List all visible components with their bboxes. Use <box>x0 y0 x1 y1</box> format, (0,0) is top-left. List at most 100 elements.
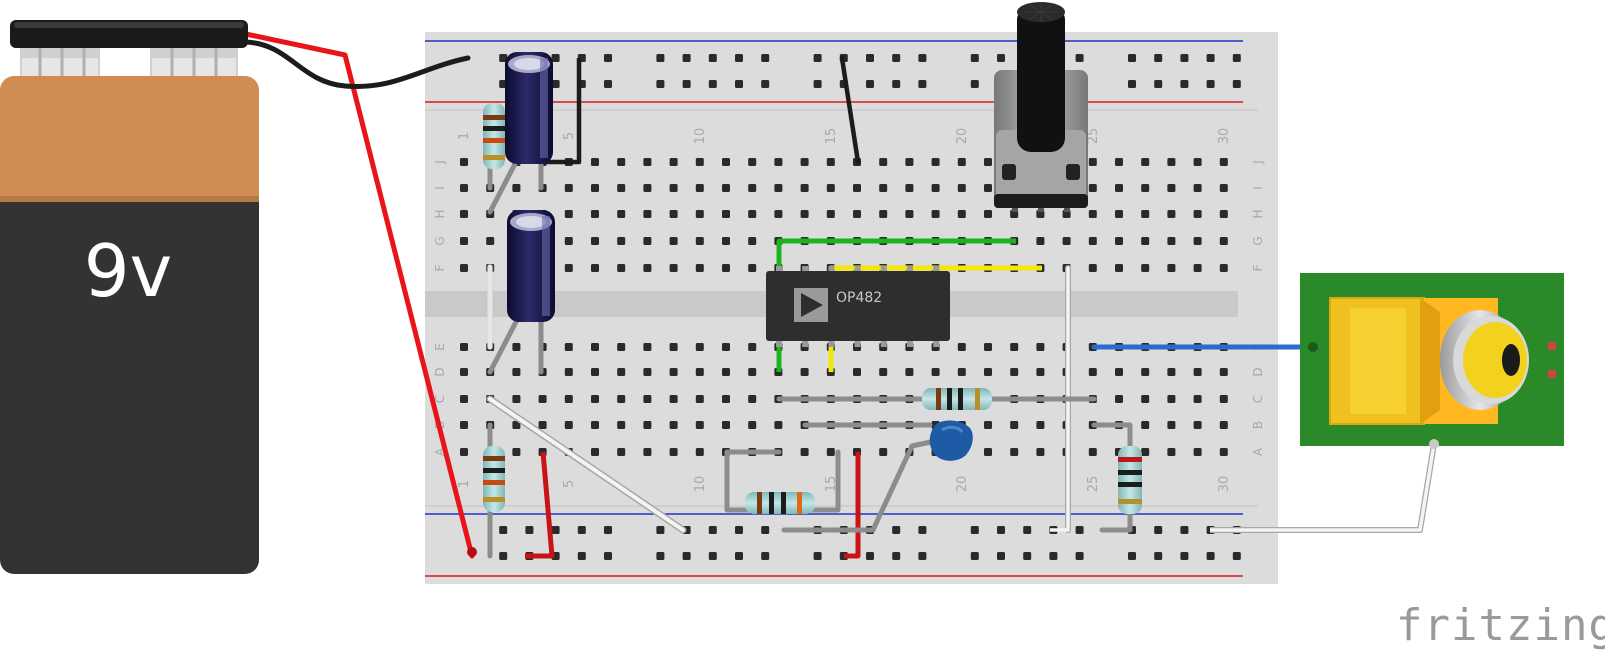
breadboard-hole[interactable] <box>957 158 966 166</box>
breadboard-hole[interactable] <box>853 184 861 192</box>
breadboard-hole[interactable] <box>1219 395 1228 403</box>
breadboard-hole[interactable] <box>564 368 573 376</box>
breadboard-hole[interactable] <box>669 395 678 403</box>
breadboard-hole[interactable] <box>538 421 547 429</box>
breadboard-hole[interactable] <box>643 368 652 376</box>
breadboard-hole[interactable] <box>957 343 966 351</box>
breadboard-hole[interactable] <box>1193 395 1202 403</box>
resistor-bottom-middle[interactable] <box>745 492 815 514</box>
rail-hole[interactable] <box>708 552 717 560</box>
breadboard-hole[interactable] <box>695 368 704 376</box>
breadboard-hole[interactable] <box>1219 448 1228 456</box>
rail-hole[interactable] <box>551 526 560 534</box>
breadboard-hole[interactable] <box>564 421 573 429</box>
breadboard-hole[interactable] <box>1141 264 1150 272</box>
breadboard-hole[interactable] <box>512 343 521 351</box>
rail-hole[interactable] <box>1075 54 1084 62</box>
rail-hole[interactable] <box>1128 80 1136 88</box>
rail-hole[interactable] <box>892 526 901 534</box>
breadboard-hole[interactable] <box>564 184 573 192</box>
rail-hole[interactable] <box>892 54 901 62</box>
breadboard-hole[interactable] <box>695 448 704 456</box>
breadboard-hole[interactable] <box>748 237 757 245</box>
rail-hole[interactable] <box>499 552 508 560</box>
breadboard-hole[interactable] <box>669 368 678 376</box>
breadboard-hole[interactable] <box>591 264 599 272</box>
breadboard-hole[interactable] <box>1193 210 1202 218</box>
breadboard-hole[interactable] <box>748 158 757 166</box>
breadboard-hole[interactable] <box>460 264 468 272</box>
rail-hole[interactable] <box>682 54 691 62</box>
breadboard-hole[interactable] <box>695 184 704 192</box>
breadboard-hole[interactable] <box>617 158 626 166</box>
rail-hole[interactable] <box>735 526 743 534</box>
breadboard-hole[interactable] <box>1219 368 1228 376</box>
breadboard-hole[interactable] <box>1193 158 1202 166</box>
rail-hole[interactable] <box>866 54 874 62</box>
breadboard-hole[interactable] <box>460 237 468 245</box>
breadboard-hole[interactable] <box>512 421 521 429</box>
breadboard-hole[interactable] <box>669 184 678 192</box>
resistor-right[interactable] <box>1118 446 1142 514</box>
electrolytic-capacitor-bottom[interactable] <box>507 210 555 322</box>
breadboard-hole[interactable] <box>722 237 730 245</box>
ic-op482[interactable]: OP482 <box>766 266 950 347</box>
breadboard-hole[interactable] <box>1115 184 1123 192</box>
breadboard-hole[interactable] <box>617 421 626 429</box>
breadboard-hole[interactable] <box>617 395 626 403</box>
breadboard-hole[interactable] <box>617 264 626 272</box>
breadboard-hole[interactable] <box>879 210 888 218</box>
breadboard-hole[interactable] <box>617 343 626 351</box>
breadboard-hole[interactable] <box>695 264 704 272</box>
breadboard-hole[interactable] <box>826 448 835 456</box>
breadboard-hole[interactable] <box>695 158 704 166</box>
breadboard-hole[interactable] <box>1010 343 1019 351</box>
rail-hole[interactable] <box>970 80 979 88</box>
breadboard-hole[interactable] <box>879 448 888 456</box>
battery-red-wire[interactable] <box>243 31 475 559</box>
rail-hole[interactable] <box>761 80 770 88</box>
breadboard-hole[interactable] <box>1115 210 1123 218</box>
breadboard-hole[interactable] <box>486 237 495 245</box>
ceramic-capacitor[interactable] <box>929 420 973 461</box>
rail-hole[interactable] <box>525 526 534 534</box>
white-wire-jack[interactable] <box>1210 443 1436 532</box>
breadboard-hole[interactable] <box>722 368 730 376</box>
breadboard-hole[interactable] <box>695 421 704 429</box>
breadboard-hole[interactable] <box>1010 448 1019 456</box>
red-jumper-left[interactable] <box>525 451 555 559</box>
rail-hole[interactable] <box>997 552 1005 560</box>
breadboard-hole[interactable] <box>931 158 940 166</box>
breadboard-hole[interactable] <box>1141 158 1150 166</box>
breadboard-hole[interactable] <box>1036 343 1045 351</box>
rail-hole[interactable] <box>1154 552 1163 560</box>
breadboard-hole[interactable] <box>879 184 888 192</box>
rail-hole[interactable] <box>1075 526 1084 534</box>
breadboard-hole[interactable] <box>853 368 861 376</box>
rail-hole[interactable] <box>1232 80 1241 88</box>
rail-hole[interactable] <box>708 80 717 88</box>
breadboard-hole[interactable] <box>460 368 468 376</box>
breadboard-hole[interactable] <box>512 395 521 403</box>
breadboard-hole[interactable] <box>1141 395 1150 403</box>
rail-hole[interactable] <box>1154 80 1163 88</box>
rail-hole[interactable] <box>1023 552 1032 560</box>
rail-hole[interactable] <box>892 80 901 88</box>
rail-hole[interactable] <box>735 552 743 560</box>
rail-hole[interactable] <box>1206 54 1215 62</box>
breadboard-hole[interactable] <box>1167 395 1176 403</box>
breadboard-hole[interactable] <box>1167 368 1176 376</box>
breadboard-hole[interactable] <box>643 237 652 245</box>
rail-hole[interactable] <box>866 80 874 88</box>
breadboard-hole[interactable] <box>460 448 468 456</box>
breadboard-hole[interactable] <box>695 237 704 245</box>
rail-hole[interactable] <box>761 552 770 560</box>
rail-hole[interactable] <box>682 552 691 560</box>
breadboard-hole[interactable] <box>800 210 809 218</box>
rail-hole[interactable] <box>1023 526 1032 534</box>
rail-hole[interactable] <box>1128 54 1136 62</box>
rail-hole[interactable] <box>551 80 560 88</box>
breadboard-hole[interactable] <box>826 158 835 166</box>
rail-hole[interactable] <box>604 54 612 62</box>
breadboard-hole[interactable] <box>1219 210 1228 218</box>
